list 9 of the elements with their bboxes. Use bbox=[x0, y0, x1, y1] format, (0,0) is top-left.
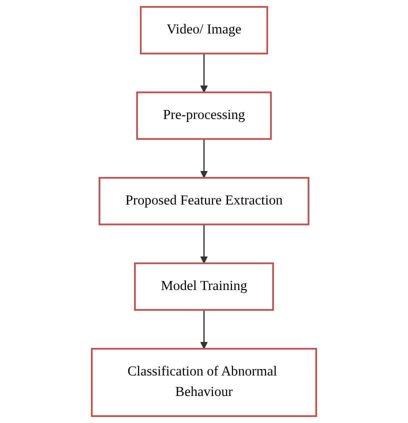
node-box: Video/ Image bbox=[140, 6, 268, 54]
node-box: Proposed Feature Extraction bbox=[98, 176, 310, 226]
node-box: Classification of Abnormal Behaviour bbox=[90, 348, 318, 417]
arrow bbox=[200, 224, 208, 264]
node-box: Model Training bbox=[134, 262, 274, 311]
arrow bbox=[200, 138, 208, 178]
arrow bbox=[200, 310, 208, 350]
node-box: Pre-processing bbox=[136, 92, 272, 140]
arrow bbox=[200, 54, 208, 93]
